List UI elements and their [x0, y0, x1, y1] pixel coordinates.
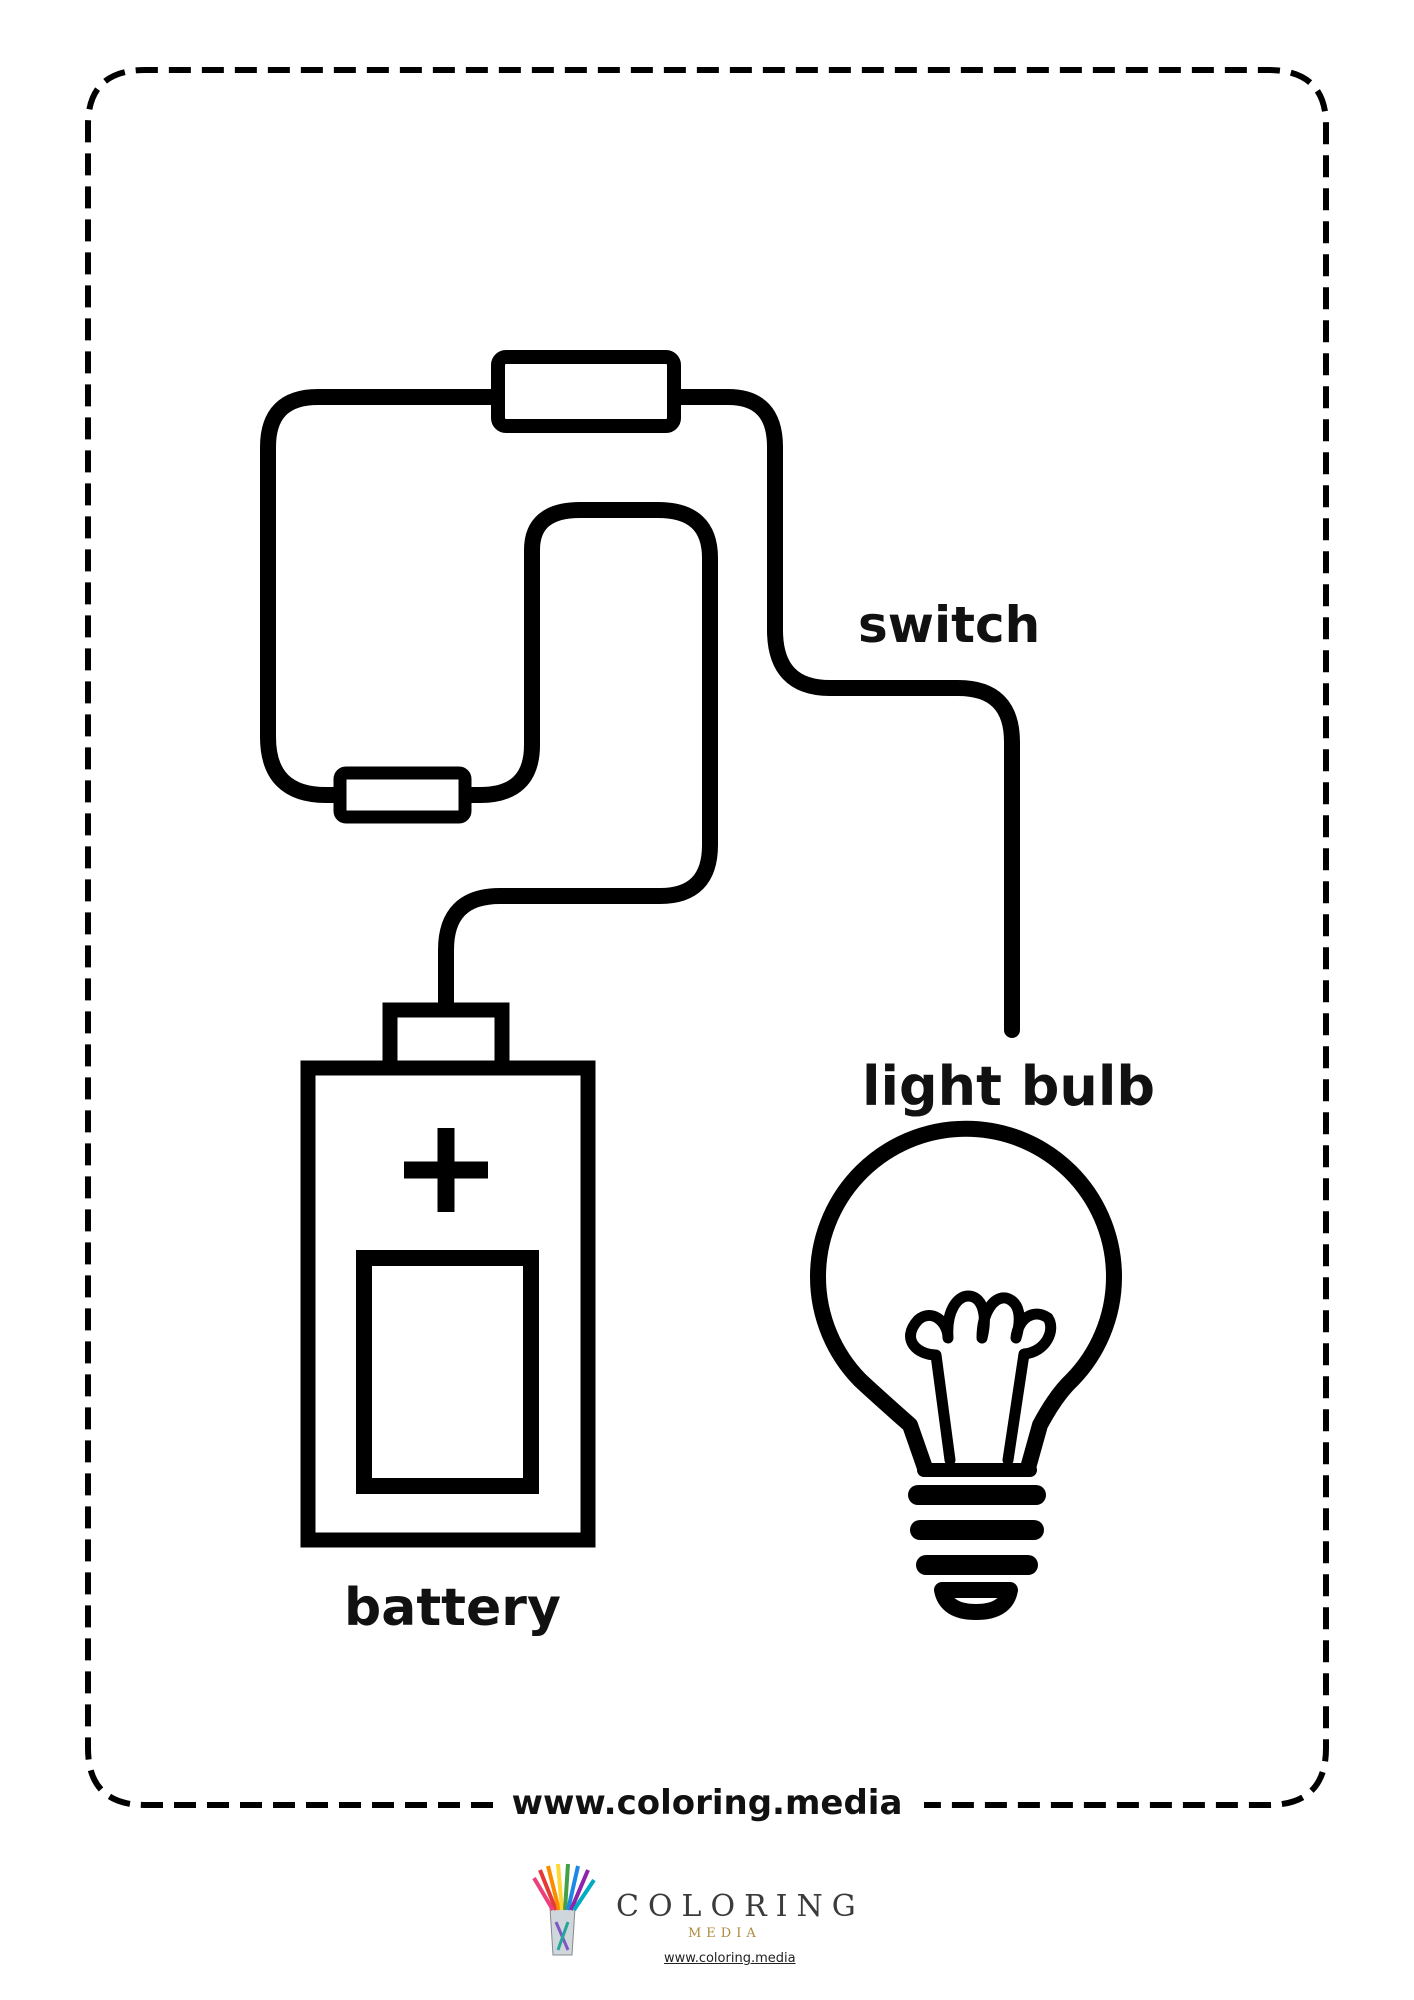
logo-wordmark: COLORING — [616, 1889, 865, 1924]
bulb-filament — [905, 1290, 1057, 1466]
wire-inner-loop — [438, 502, 718, 1018]
wire-top-left-loop — [260, 389, 506, 803]
switch-component-bottom — [333, 766, 472, 824]
circuit-wires — [260, 389, 1020, 1038]
dashed-frame — [85, 67, 1329, 1808]
logo-url-link[interactable]: www.coloring.media — [664, 1951, 796, 1966]
battery-window — [356, 1250, 539, 1494]
footer-site-url: www.coloring.media — [500, 1786, 914, 1820]
light-bulb-icon — [810, 1120, 1122, 1620]
wire-switch-to-bulb — [666, 389, 1020, 1038]
coloring-media-logo-icon — [532, 1863, 596, 1956]
bulb-cap — [934, 1582, 1018, 1620]
bulb-glass — [810, 1120, 1122, 1476]
battery-label: battery — [344, 1578, 561, 1638]
battery-icon — [300, 1002, 596, 1548]
plus-icon — [404, 1128, 488, 1212]
switch-label: switch — [858, 596, 1041, 654]
light-bulb-label: light bulb — [862, 1055, 1155, 1118]
switch-component-top — [491, 350, 681, 433]
logo-subtitle: MEDIA — [688, 1926, 761, 1941]
